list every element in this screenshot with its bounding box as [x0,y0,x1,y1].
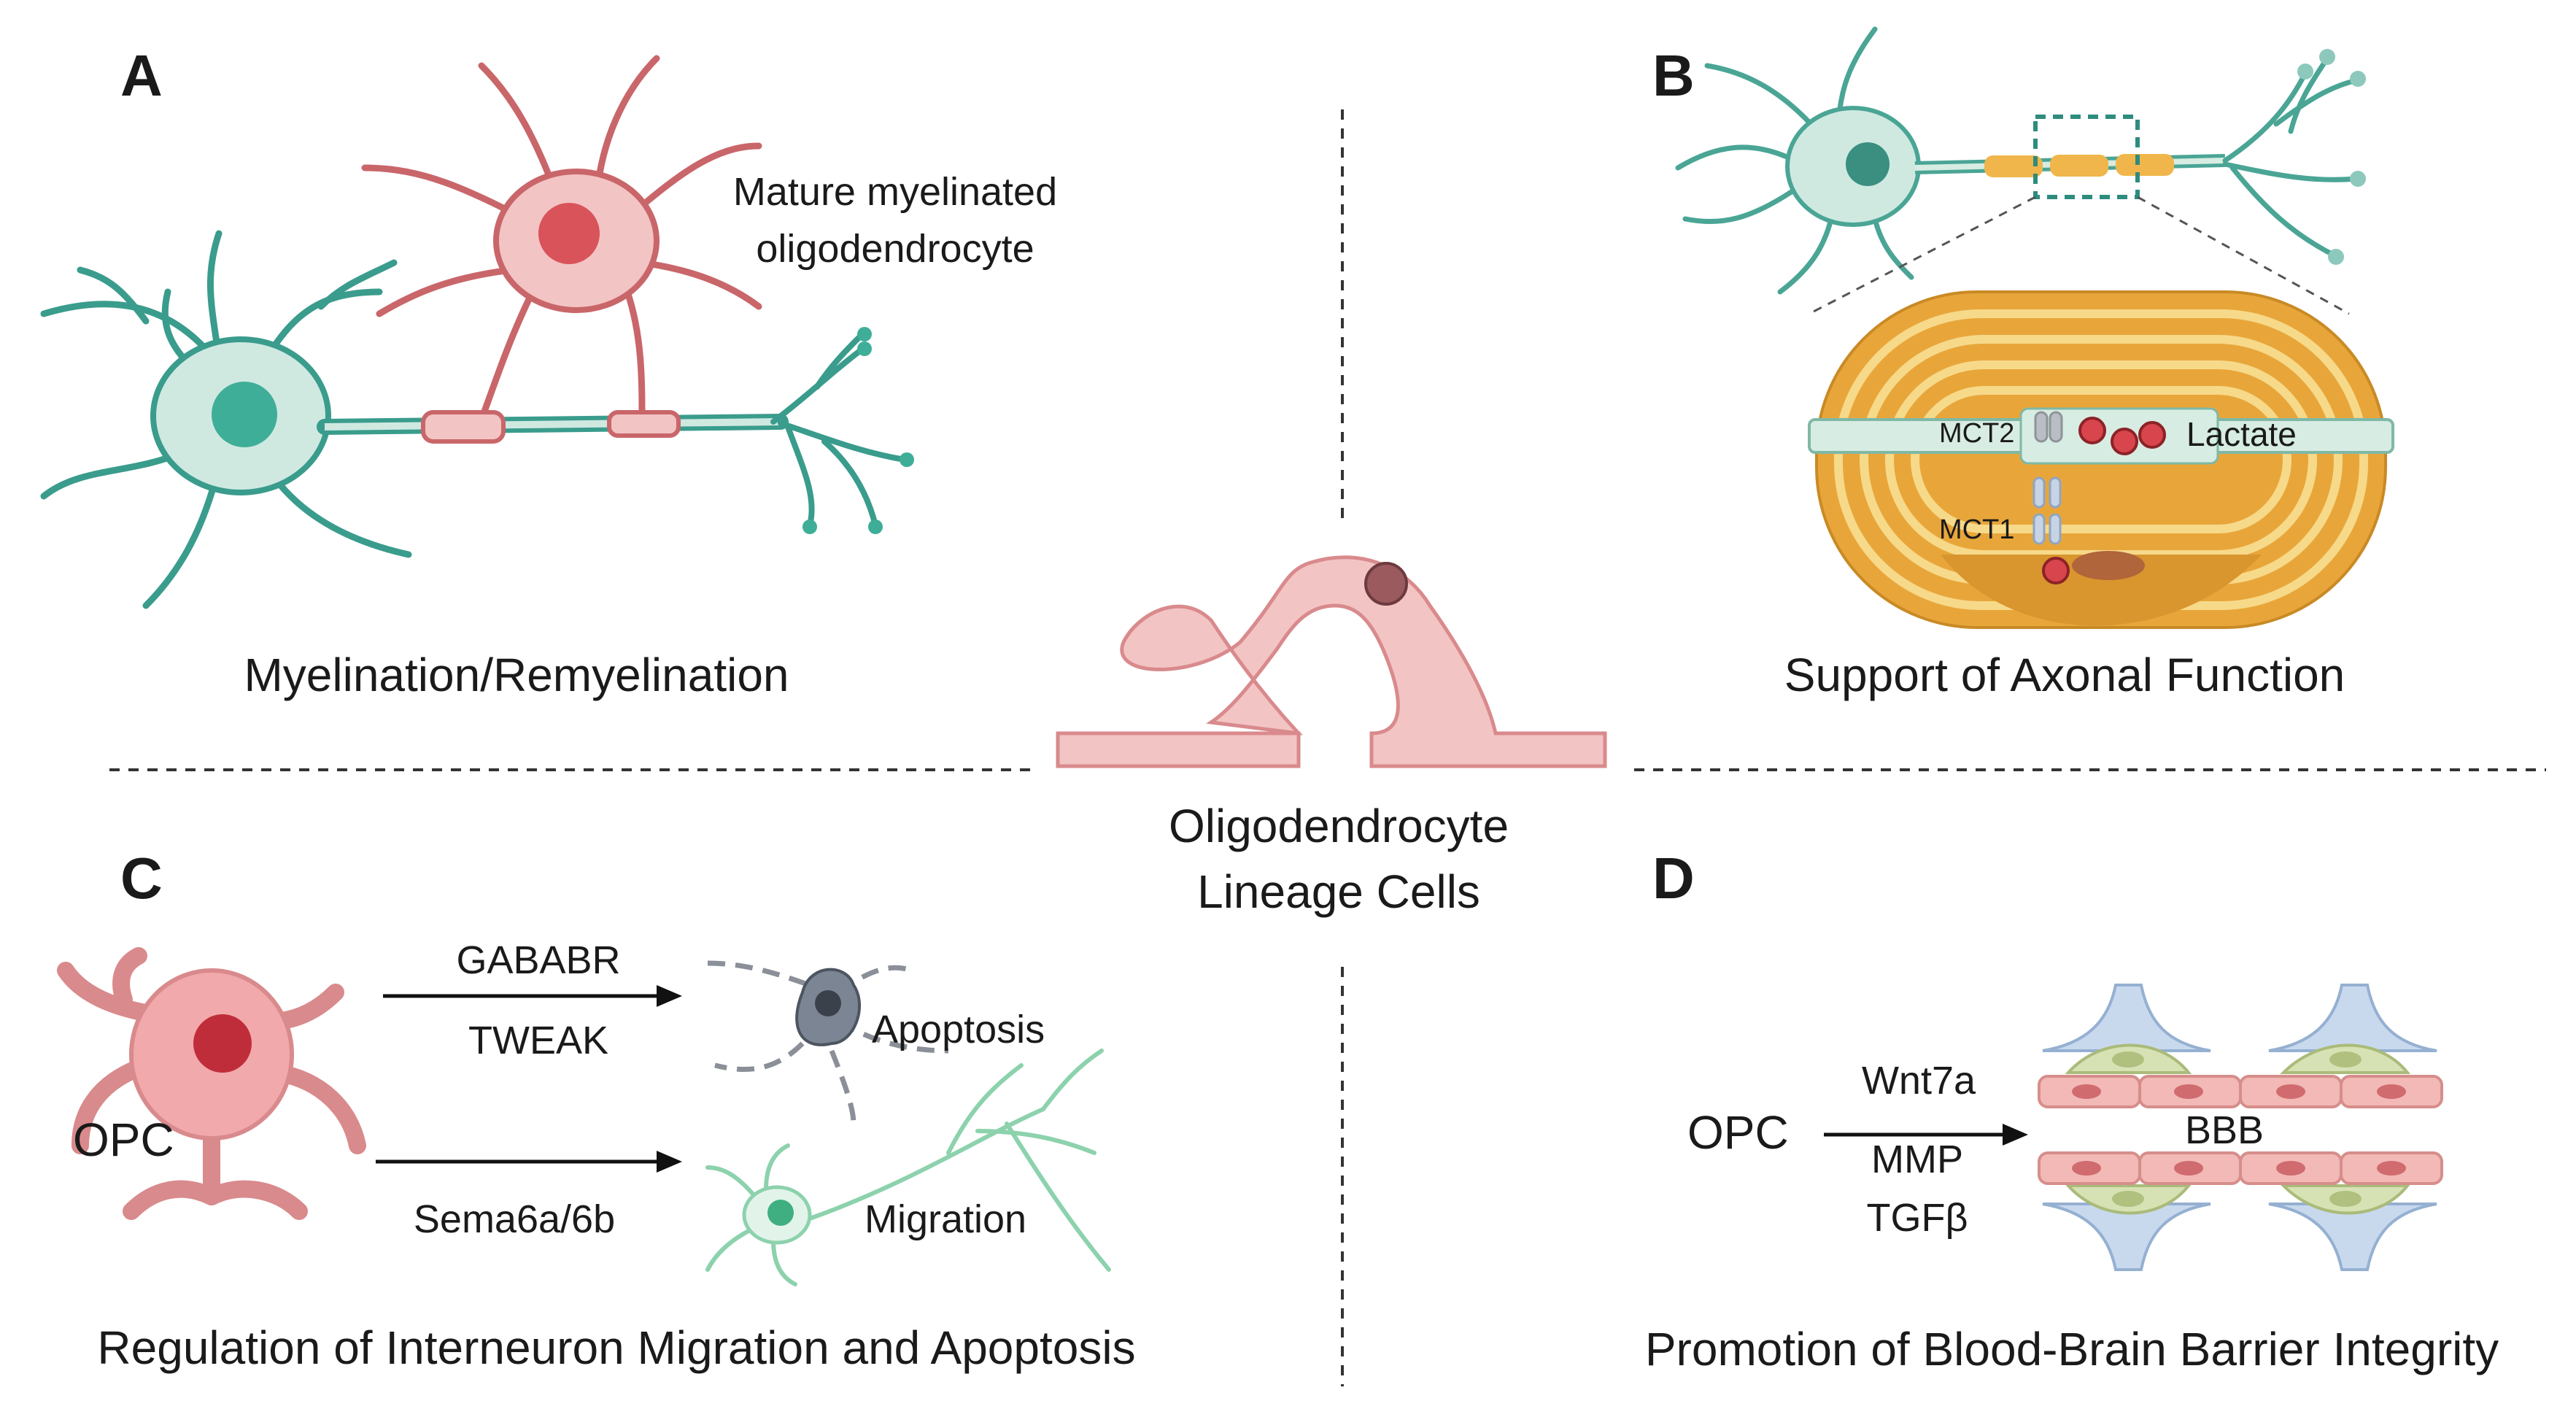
oligo-nucleus-b [2072,551,2145,580]
panel-a-cell-label-line1: Mature myelinated [732,170,1058,214]
mct1-label: MCT1 [1939,514,2015,545]
arrow-opc-bbb-icon [1824,1124,2028,1146]
myelin-bottom-lobe [1941,555,2262,626]
myelin-sheath-1 [421,410,506,444]
lactate-molecules-icon [2042,417,2166,584]
neuron-b-nucleus [1846,142,1890,186]
center-opc-graphic [1056,555,1607,768]
neuron-nucleus [212,382,277,447]
panel-dividers [109,109,2546,1386]
panel-d-graphic [1824,984,2443,1271]
panel-d-letter: D [1652,846,1695,911]
tgfb-label: TGFβ [1866,1196,1968,1240]
mct2-transporter-icon [2034,411,2063,443]
panel-b-caption: Support of Axonal Function [1784,649,2345,701]
neuron-b-myelin [1984,154,2174,177]
sema-label: Sema6a/6b [413,1197,616,1241]
wnt7a-label: Wnt7a [1861,1059,1976,1103]
pericyte-nuclei [2112,1051,2362,1207]
panel-a-graphic [40,55,914,609]
center-cell-nucleus [1364,562,1408,606]
panel-a-cell-label-line2: oligodendrocyte [756,227,1034,271]
migration-label: Migration [865,1197,1027,1241]
lactate-label: Lactate [2186,415,2297,453]
center-label-line1: Oligodendrocyte [1168,800,1509,852]
neuron-b-terminals-icon [2222,55,2359,258]
axon-terminal-buttons [802,327,914,534]
panel-d-caption: Promotion of Blood-Brain Barrier Integri… [1644,1323,2499,1375]
zoom-line-left [1809,196,2036,315]
axon-terminals-icon [770,333,908,528]
opc-label-d: OPC [1687,1106,1789,1159]
opc-label-c: OPC [73,1113,174,1166]
arrow-gababr-tweak-icon [383,985,682,1007]
migrating-neuron-icon [705,1049,1111,1286]
panel-a-caption: Myelination/Remyelination [244,649,789,701]
arrow-sema-icon [376,1151,682,1173]
panel-a-letter: A [120,43,163,108]
astrocyte-endfeet-icon [2042,984,2437,1271]
apoptotic-cell-icon [707,960,949,1124]
endothelial-nuclei [2072,1084,2406,1176]
neuron-b-terminal-buttons [2297,49,2366,265]
panel-c-caption: Regulation of Interneuron Migration and … [97,1321,1136,1374]
gababr-label: GABABR [456,938,621,982]
oligodendrocyte-processes-icon [361,55,762,423]
myelin-wrap-layer-4 [1911,386,2291,533]
oligodendrocyte-nucleus [538,203,600,264]
center-label-line2: Lineage Cells [1197,865,1480,918]
tweak-label: TWEAK [468,1019,609,1062]
panel-c-graphic [57,947,1111,1286]
apoptosis-label: Apoptosis [872,1008,1045,1051]
zoom-box [2033,115,2140,199]
center-cell-body [1056,555,1607,768]
zoom-line-right [2137,196,2350,315]
panel-c-letter: C [120,846,163,911]
panel-b-letter: B [1652,43,1695,108]
mct1-transporter-icon [2032,476,2062,545]
opc-nucleus [193,1014,252,1073]
mmp-label: MMP [1871,1138,1963,1181]
mct2-label: MCT2 [1939,418,2015,449]
bbb-label: BBB [2185,1108,2264,1152]
myelin-sheath-2 [607,410,681,438]
panel-b-graphic [1675,26,2394,629]
